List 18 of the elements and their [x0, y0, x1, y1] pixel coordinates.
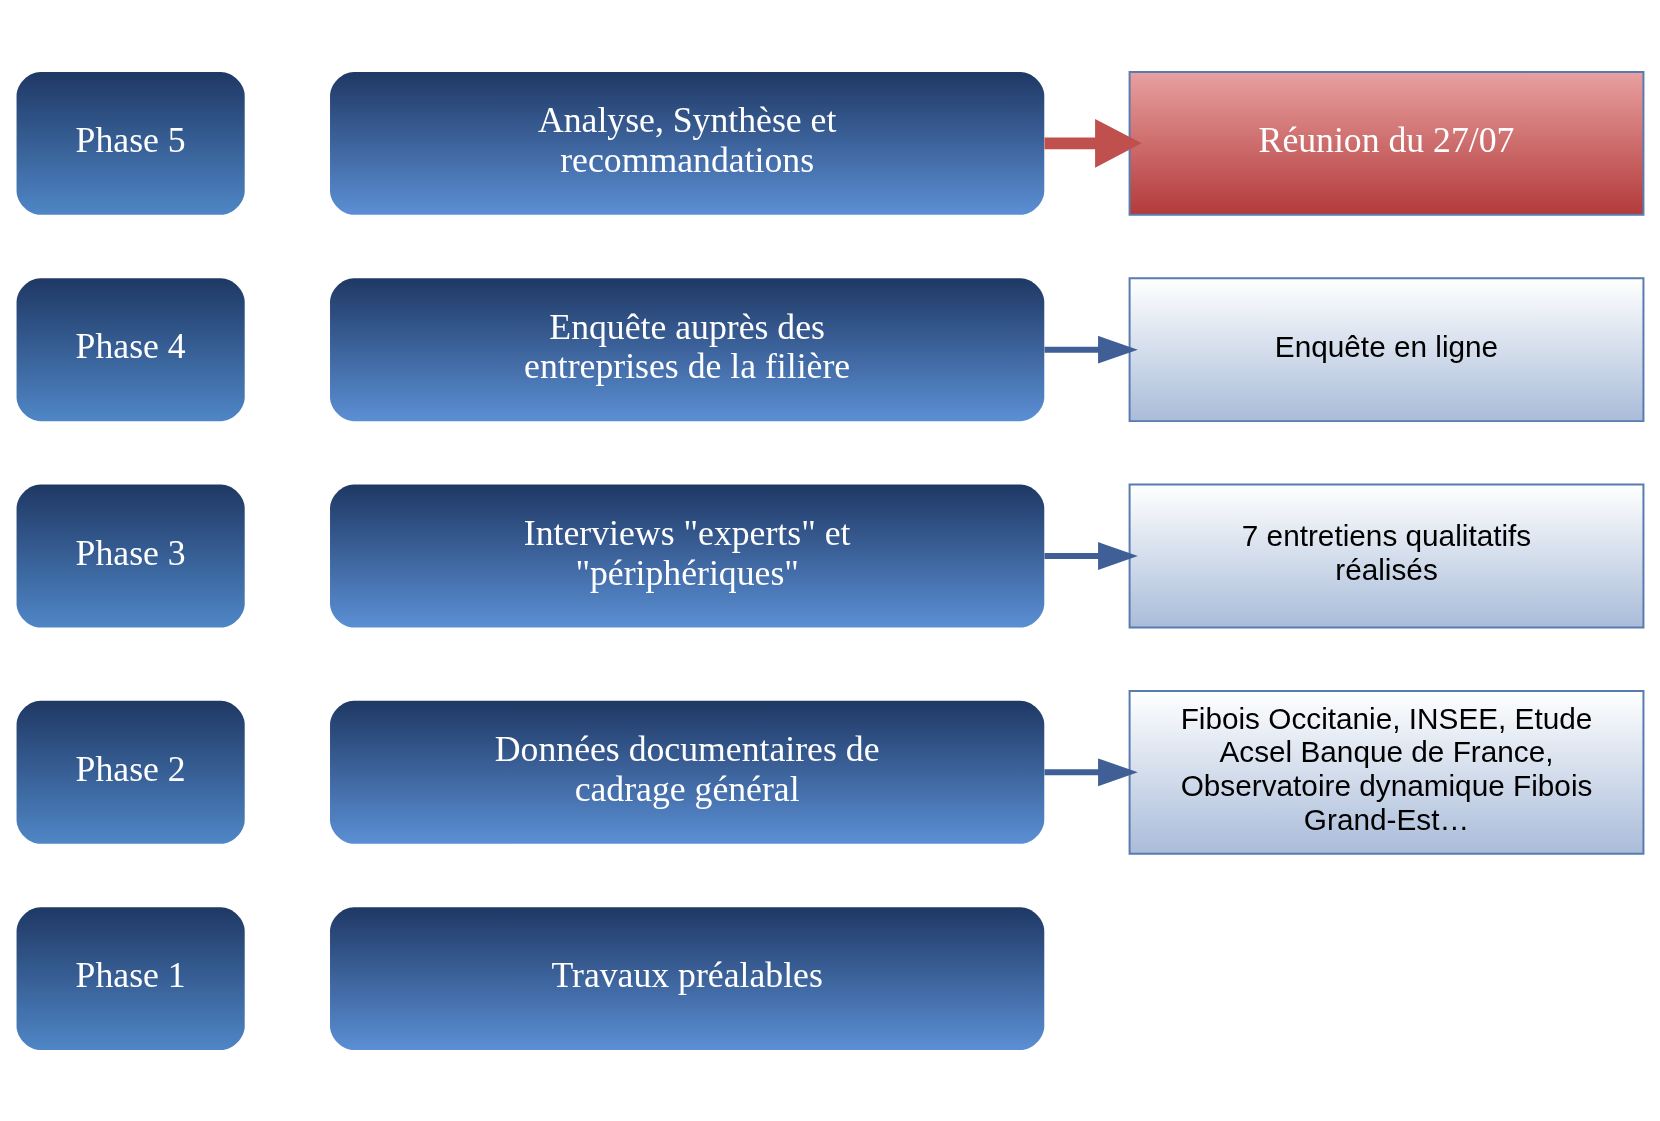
node-box: Phase 1 [16, 906, 245, 1050]
node-box: Phase 4 [16, 277, 245, 421]
arrow [1044, 118, 1142, 168]
node-box: Analyse, Synthèse et recommandations [330, 71, 1045, 215]
arrow [1044, 335, 1138, 364]
node-box: Réunion du 27/07 [1128, 70, 1645, 216]
node-box: Enquête auprès des entreprises de la filière [330, 277, 1045, 421]
node-box: Travaux préalables [330, 906, 1045, 1050]
node-box: Phase 5 [16, 71, 245, 215]
node-box: Phase 2 [16, 700, 245, 844]
node-box: Interviews "experts" et "périphériques" [330, 484, 1045, 627]
node-box: Fibois Occitanie, INSEE, Etude Acsel Banque de France, Observatoire dynamique Fibois Grand-Est… [1128, 689, 1645, 855]
node-box: 7 entretiens qualitatifs réalisés [1128, 483, 1645, 628]
node-box: Données documentaires de cadrage général [330, 700, 1045, 844]
node-box: Enquête en ligne [1128, 276, 1645, 422]
arrow [1044, 541, 1138, 570]
node-box: Phase 3 [16, 484, 245, 627]
arrow [1044, 757, 1138, 786]
